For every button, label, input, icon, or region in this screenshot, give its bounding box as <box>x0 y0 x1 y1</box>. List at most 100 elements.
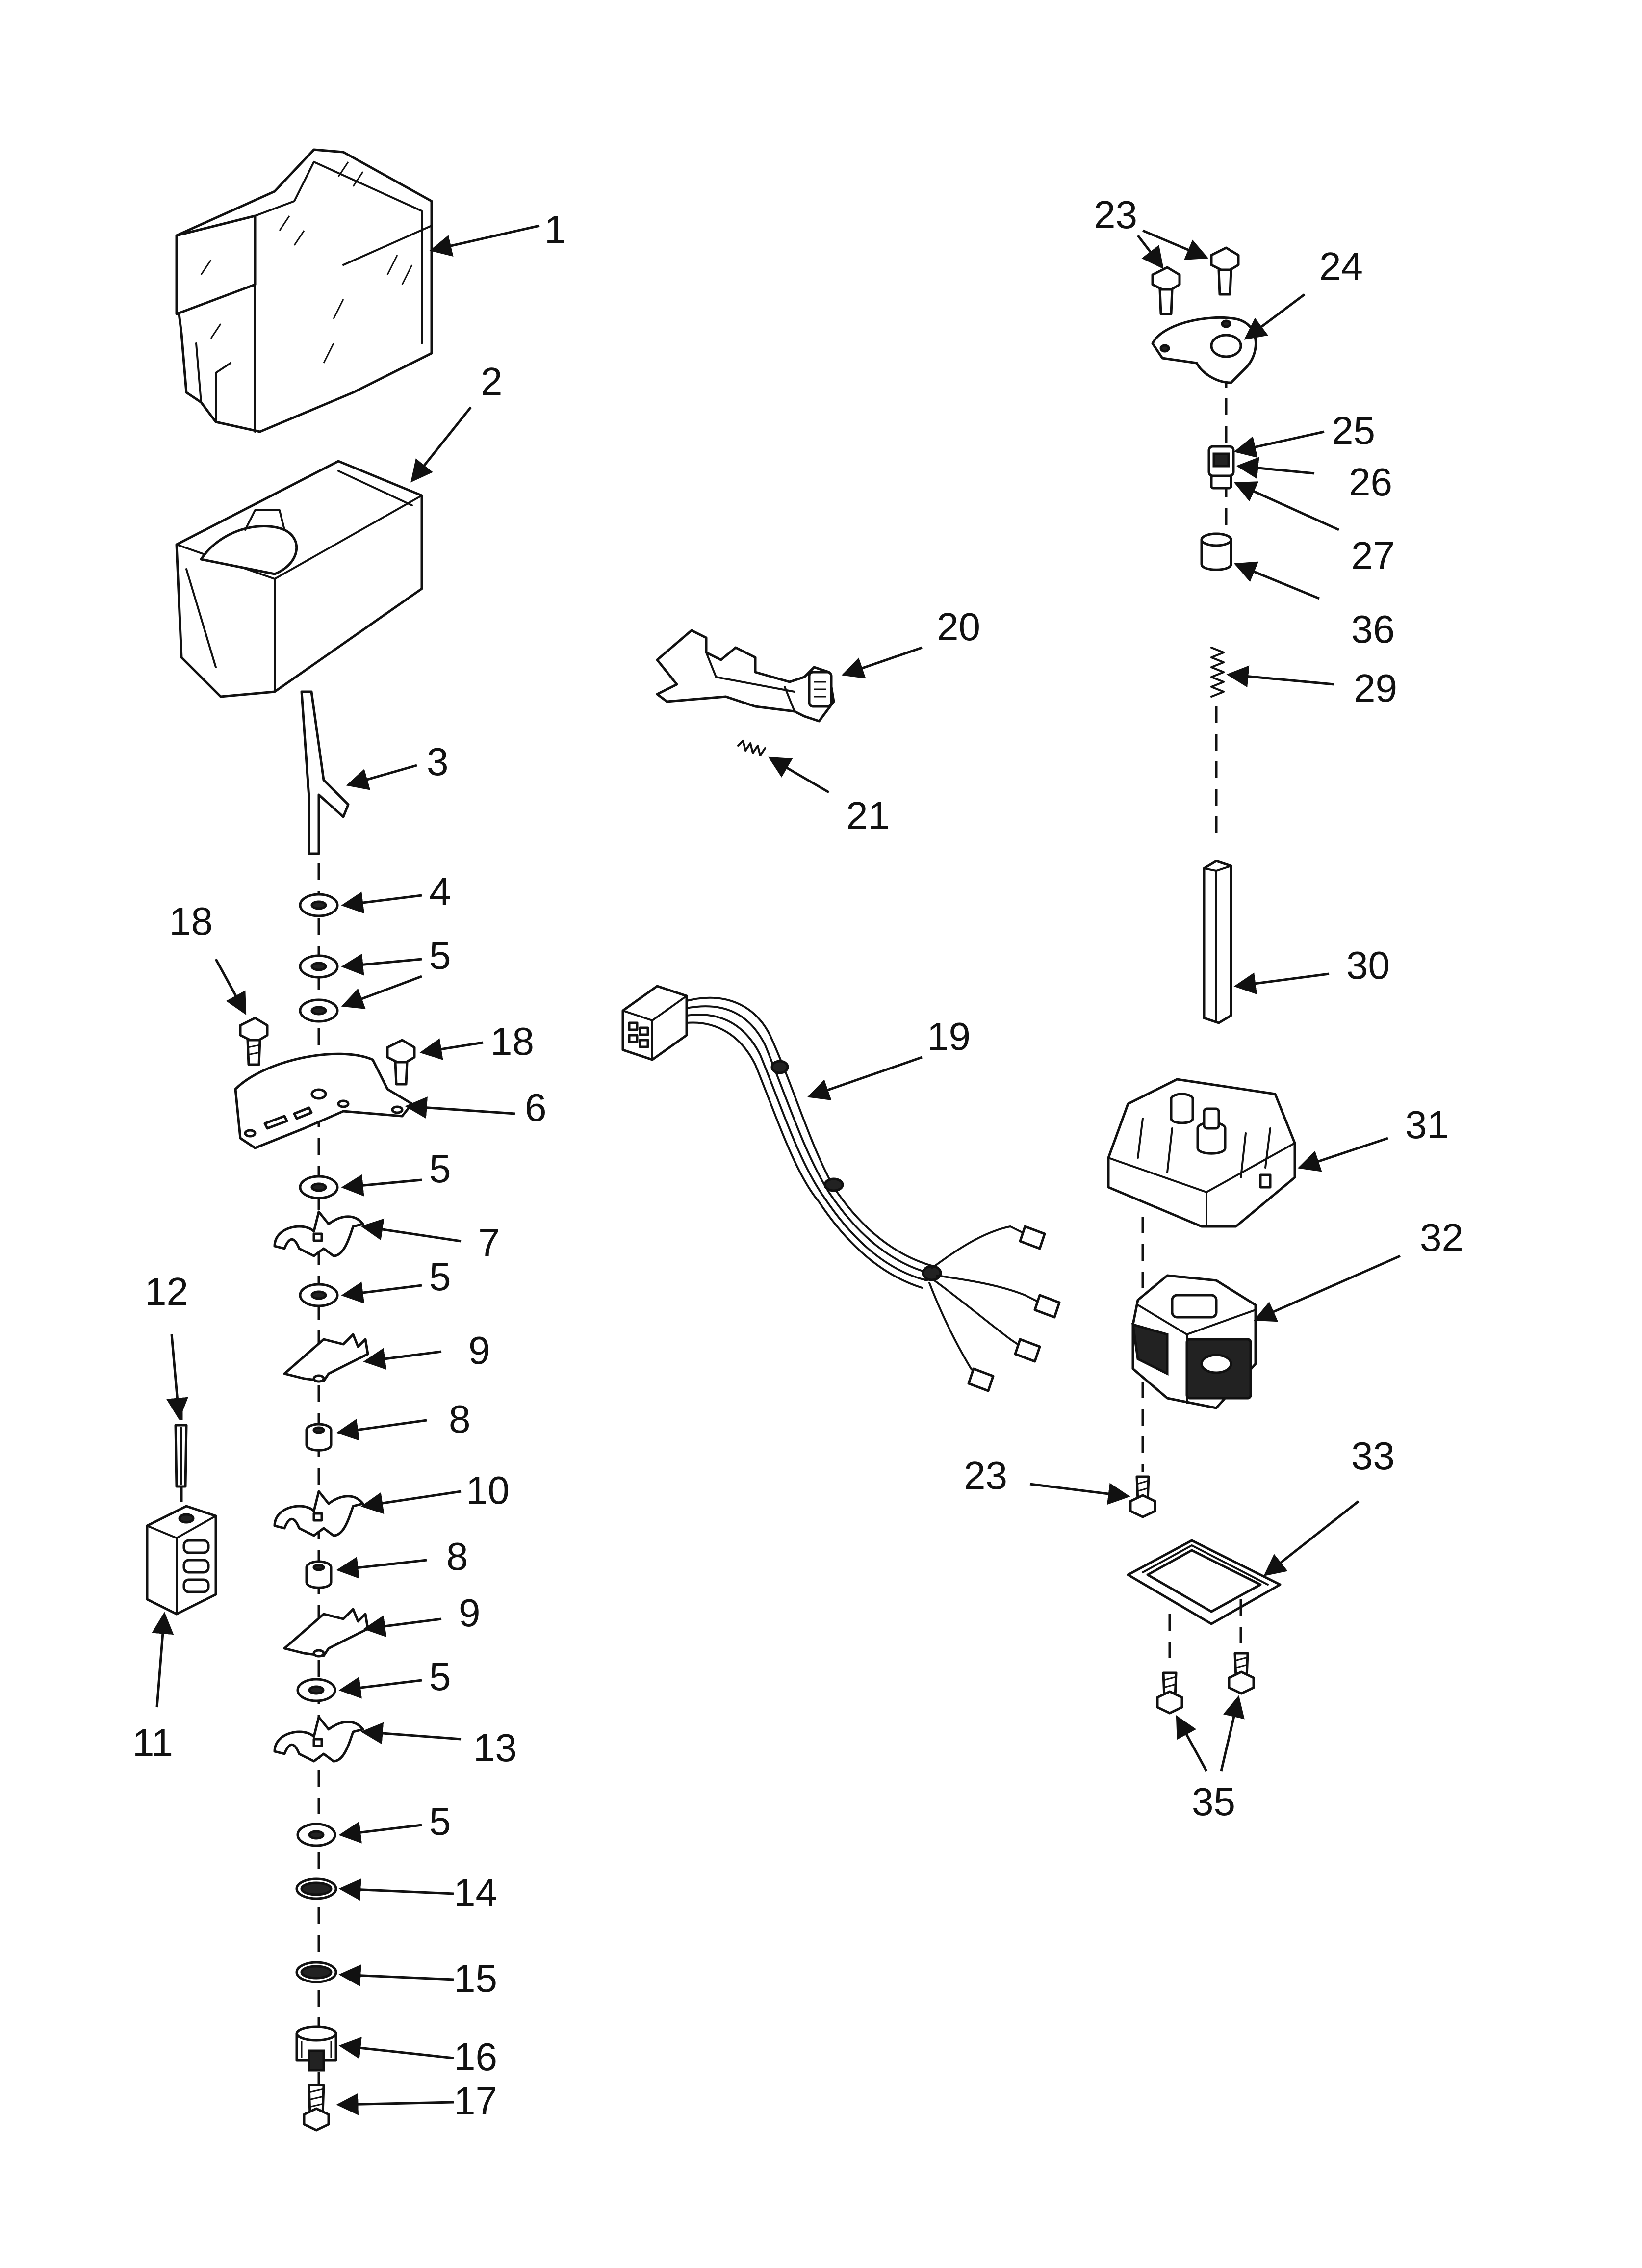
callout-23-a: 23 <box>1094 193 1137 236</box>
callout-2: 2 <box>481 360 503 403</box>
screw-35-right <box>1228 1652 1255 1695</box>
spring-29 <box>1210 647 1225 698</box>
leader-25 <box>1233 430 1325 458</box>
ice-bucket <box>175 148 433 433</box>
leader-24 <box>1244 293 1306 340</box>
callout-13: 13 <box>473 1726 517 1770</box>
leader-23-lower <box>1029 1483 1130 1505</box>
screw-23-lower <box>1129 1475 1156 1518</box>
callout-29: 29 <box>1354 666 1397 710</box>
leader-5-e <box>338 1676 422 1699</box>
leader-35-b <box>1220 1695 1245 1772</box>
ice-bin-housing <box>175 460 423 698</box>
leader-5-c <box>341 1174 422 1197</box>
motor-housing-31 <box>1107 1078 1296 1228</box>
leader-30 <box>1233 972 1330 995</box>
pin-12 <box>174 1424 188 1488</box>
callout-27: 27 <box>1351 534 1395 577</box>
washer-5-a <box>299 954 339 979</box>
leader-9-b <box>363 1615 442 1638</box>
callout-30: 30 <box>1346 943 1390 987</box>
auger-rod <box>300 690 350 855</box>
leader-18-left <box>214 958 247 1015</box>
wire-harness-19 <box>621 985 1061 1392</box>
leader-8-a <box>336 1419 427 1441</box>
callout-6: 6 <box>525 1086 547 1129</box>
leader-5-b <box>341 975 422 1009</box>
callout-24: 24 <box>1319 244 1363 288</box>
spring-21 <box>737 740 766 756</box>
leader-36 <box>1233 561 1320 600</box>
leader-23-b <box>1142 229 1209 260</box>
screw-23-right <box>1210 246 1240 296</box>
callout-35: 35 <box>1192 1780 1235 1824</box>
crusher-blade-10 <box>273 1490 364 1537</box>
actuator-block-11 <box>146 1505 217 1616</box>
callout-9-a: 9 <box>468 1329 490 1372</box>
callout-10: 10 <box>466 1468 510 1512</box>
callout-8-b: 8 <box>446 1535 468 1578</box>
coupler-16 <box>295 2025 337 2072</box>
callout-18-a: 18 <box>169 899 213 943</box>
callout-1: 1 <box>544 208 566 251</box>
leader-13 <box>360 1722 462 1745</box>
callout-8-a: 8 <box>449 1397 471 1441</box>
leader-19 <box>807 1056 923 1100</box>
leader-35-a <box>1176 1715 1208 1772</box>
leader-20 <box>841 646 923 679</box>
leader-3 <box>346 764 417 790</box>
screw-35-left <box>1156 1671 1183 1715</box>
motor-32 <box>1131 1274 1257 1409</box>
callout-33: 33 <box>1351 1434 1395 1478</box>
leader-27 <box>1233 481 1340 531</box>
stationary-blade-9-b <box>283 1608 369 1658</box>
leader-8-b <box>336 1557 427 1579</box>
callout-18-b: 18 <box>490 1019 534 1063</box>
callout-7: 7 <box>478 1221 500 1264</box>
leader-17 <box>336 2093 454 2115</box>
callout-5-a: 5 <box>429 934 451 977</box>
cap-36 <box>1200 532 1232 571</box>
washer-4 <box>299 893 339 917</box>
dispenser-bracket-20 <box>656 629 835 723</box>
screw-17 <box>303 2084 330 2132</box>
callout-20: 20 <box>937 605 980 649</box>
washer-5-e <box>296 1678 336 1702</box>
stationary-blade-9-a <box>283 1333 369 1383</box>
callout-17: 17 <box>454 2079 497 2123</box>
washer-15 <box>295 1961 337 1983</box>
callout-19: 19 <box>927 1015 971 1058</box>
leader-33 <box>1263 1500 1360 1576</box>
callout-16: 16 <box>454 2035 497 2079</box>
leader-23-a <box>1137 235 1164 269</box>
callout-32: 32 <box>1420 1216 1463 1259</box>
leader-4 <box>341 891 422 914</box>
leader-12 <box>166 1334 188 1420</box>
callout-21: 21 <box>846 794 890 837</box>
crusher-blade-7 <box>273 1210 364 1257</box>
bearing-plate <box>234 1052 413 1149</box>
callout-23-b: 23 <box>964 1454 1007 1497</box>
leader-1 <box>429 224 540 257</box>
leader-18-right <box>419 1038 484 1060</box>
leader-16 <box>338 2037 454 2059</box>
leader-21 <box>768 756 830 794</box>
callout-31: 31 <box>1405 1103 1449 1147</box>
switch-assembly <box>1207 445 1235 490</box>
hex-shaft-30 <box>1203 860 1232 1024</box>
callout-9-b: 9 <box>459 1591 481 1635</box>
leader-31 <box>1297 1137 1388 1172</box>
callout-36: 36 <box>1351 607 1395 651</box>
callout-15: 15 <box>454 1956 497 2000</box>
leader-5-d <box>341 1281 422 1304</box>
leader-5-f <box>338 1821 422 1844</box>
leader-7 <box>360 1218 462 1243</box>
washer-14 <box>295 1877 337 1900</box>
spacer-8-a <box>305 1423 333 1452</box>
leader-5-a <box>341 953 422 976</box>
callout-5-d: 5 <box>429 1255 451 1299</box>
leader-15 <box>338 1964 454 1987</box>
spacer-8-b <box>305 1560 333 1589</box>
leader-6 <box>405 1096 515 1119</box>
callout-5-f: 5 <box>429 1799 451 1843</box>
